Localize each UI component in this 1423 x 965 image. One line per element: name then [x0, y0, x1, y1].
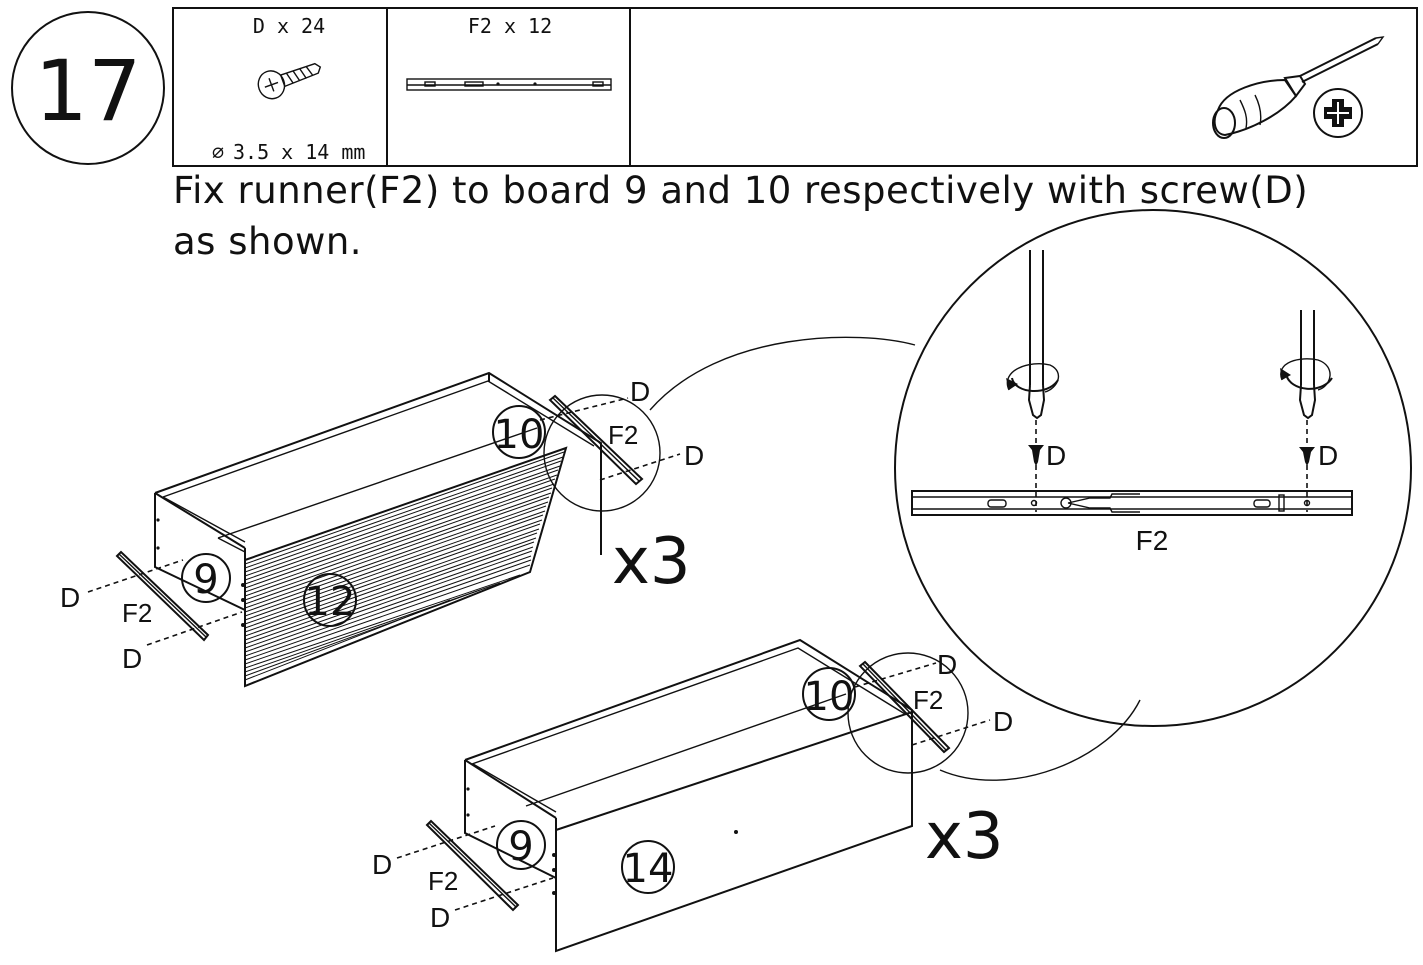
runner-top-left — [115, 550, 210, 642]
top-left-runner-label: F2 — [122, 598, 152, 628]
bottom-left-screw-label-1: D — [372, 849, 392, 880]
runner-quantity-label: F2 x 12 — [468, 14, 552, 38]
runner-top-right — [548, 394, 644, 486]
bottom-board-10-label: 10 — [804, 674, 855, 720]
runner-bottom-left — [425, 819, 520, 912]
drawer-bottom: D F2 D 9 10 D F2 D 14 x3 — [372, 638, 1013, 953]
screw-quantity-label: D x 24 — [253, 14, 325, 38]
instruction-line-2: as shown. — [173, 220, 362, 263]
top-right-screw-label-1: D — [630, 376, 650, 407]
front-panel-12-texture — [244, 451, 565, 681]
step-badge: 17 — [11, 11, 165, 165]
detail-screwdriver-right — [1280, 310, 1333, 512]
detail-screwdriver-left — [1006, 250, 1060, 512]
top-left-screw-label-2: D — [122, 643, 142, 674]
bottom-board-14-label: 14 — [623, 846, 674, 892]
detail-screw-right-icon — [1299, 447, 1315, 466]
detail-screw-left-label: D — [1046, 440, 1066, 471]
top-drawer-multiplier: x3 — [612, 525, 691, 599]
bottom-right-runner-label: F2 — [913, 685, 943, 715]
top-right-runner-label: F2 — [608, 420, 638, 450]
bottom-drawer-multiplier: x3 — [925, 800, 1004, 874]
runner-bottom-right — [858, 660, 951, 754]
parts-table: D x 24 ⌀ 3.5 x 14 mm F2 x 12 — [172, 7, 1418, 167]
detail-callout: D D F2 — [649, 209, 1412, 781]
bottom-board-9-label: 9 — [508, 824, 533, 870]
top-board-12-label: 12 — [305, 579, 356, 625]
bottom-left-runner-label: F2 — [428, 866, 458, 896]
detail-screw-right-label: D — [1318, 440, 1338, 471]
top-board-9-label: 9 — [193, 557, 218, 603]
instruction-line-1: Fix runner(F2) to board 9 and 10 respect… — [173, 169, 1308, 212]
top-right-screw-label-2: D — [684, 440, 704, 471]
diameter-symbol: ⌀ — [212, 140, 224, 164]
runner-icon — [406, 78, 612, 91]
top-board-10-label: 10 — [494, 412, 545, 458]
phillips-screwdriver-icon — [1212, 36, 1385, 139]
top-left-screw-label-1: D — [60, 582, 80, 613]
detail-runner-label: F2 — [1136, 525, 1169, 556]
step-number: 17 — [35, 42, 142, 140]
screw-icon — [257, 62, 322, 100]
detail-runner-rail — [911, 490, 1353, 516]
detail-screw-left-icon — [1028, 445, 1044, 466]
drawer-top: D F2 D 9 10 D F2 D 12 x3 — [60, 371, 704, 688]
bottom-left-screw-label-2: D — [430, 902, 450, 933]
bottom-right-screw-label-2: D — [993, 706, 1013, 737]
bottom-right-screw-label-1: D — [937, 649, 957, 680]
screw-size-label: 3.5 x 14 mm — [233, 140, 365, 164]
